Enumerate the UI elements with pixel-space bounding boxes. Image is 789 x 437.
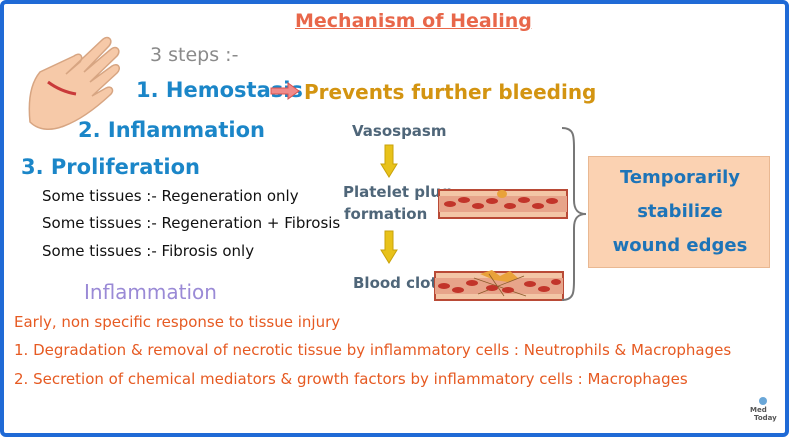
slide-title: Mechanism of Healing [295,10,532,32]
flow-blood-clot: Blood clot [353,274,438,292]
step-inflammation: 2. Inflammation [78,118,265,142]
box-line-1: Temporarily [619,167,741,188]
inflammation-point-2: 2. Secretion of chemical mediators & gro… [14,370,688,388]
logo-icon [759,397,767,405]
flow-vasospasm: Vasospasm [352,122,447,140]
down-arrow-icon [380,230,398,264]
hand-icon [28,36,120,130]
brace-shape [561,127,587,301]
box-line-3: wound edges [612,235,748,256]
tissue-line-2: Some tissues :- Regeneration + Fibrosis [42,214,341,232]
step-proliferation: 3. Proliferation [21,155,200,179]
inflammation-definition: Early, non specific response to tissue i… [14,313,341,331]
hemostasis-result: Prevents further bleeding [304,80,597,104]
vessel-platelet-plug-image [438,189,568,219]
logo-line-1: Med [750,406,767,414]
flow-platelet-line2: formation [344,205,428,223]
inflammation-heading: Inflammation [84,280,217,304]
box-line-2: stabilize [637,201,723,222]
logo-line-2: Today [754,414,777,422]
medtoday-logo: Med Today [746,396,780,426]
stabilize-box: Temporarily stabilize wound edges [588,156,770,268]
tissue-line-1: Some tissues :- Regeneration only [42,187,299,205]
flow-platelet-line1: Platelet plug [343,183,452,201]
vessel-blood-clot-image [434,270,564,301]
inflammation-point-1: 1. Degradation & removal of necrotic tis… [14,341,732,359]
down-arrow-icon [380,144,398,178]
steps-label: 3 steps :- [150,44,239,66]
right-arrow-icon [270,82,300,100]
tissue-line-3: Some tissues :- Fibrosis only [42,242,255,260]
